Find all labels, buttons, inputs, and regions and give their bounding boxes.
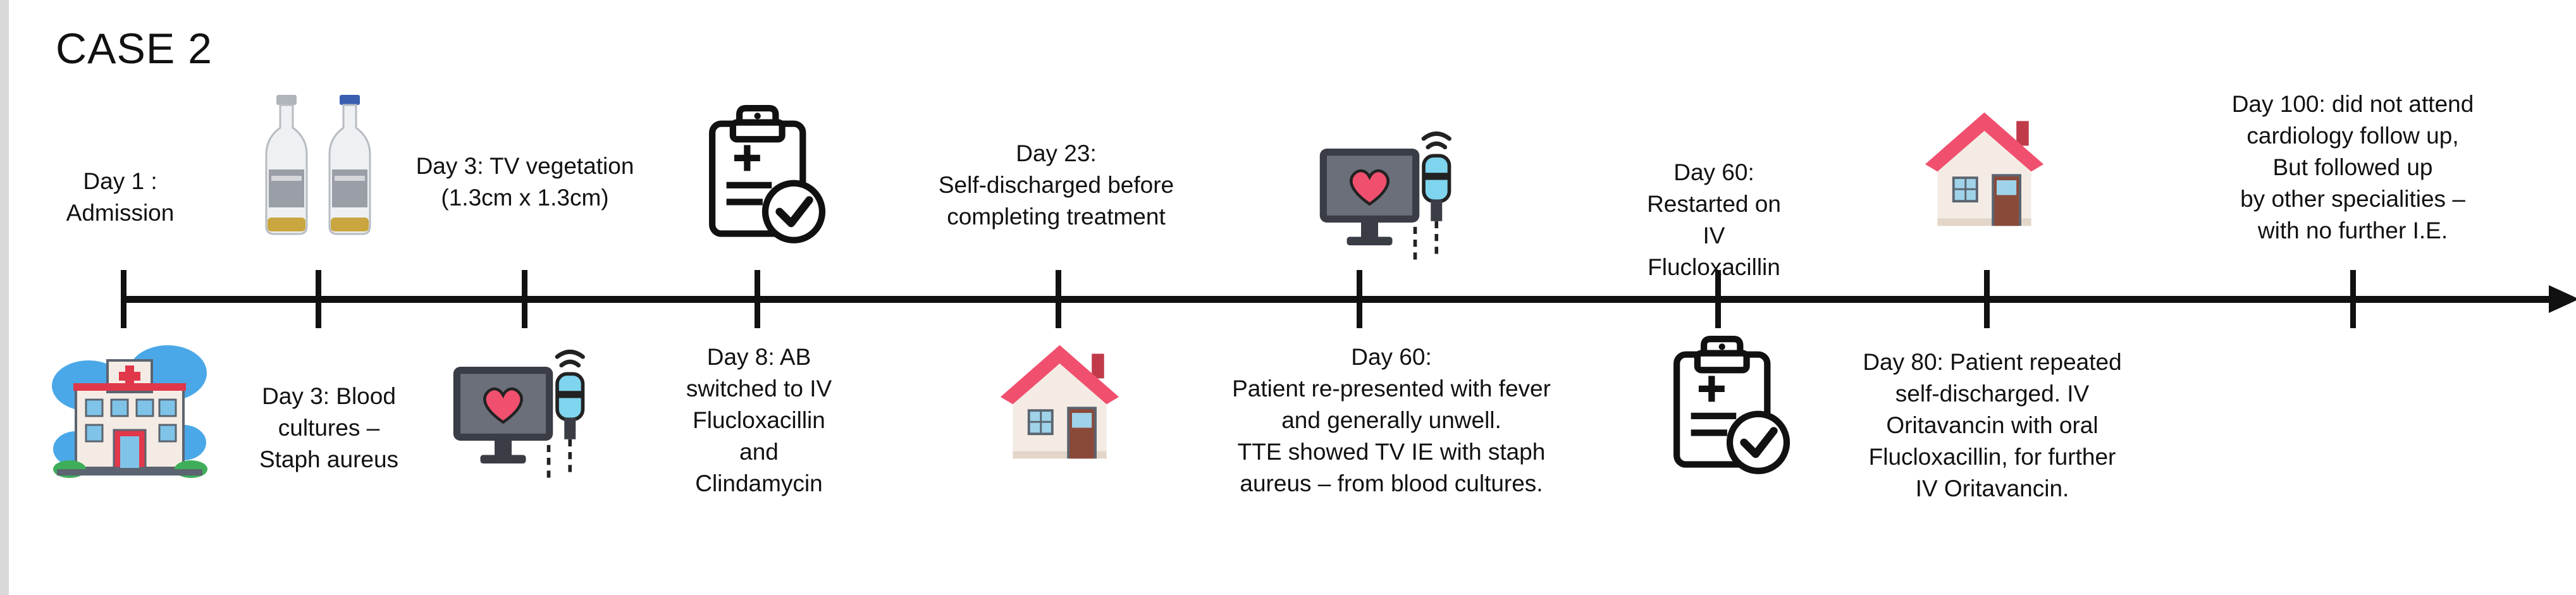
blood-culture-bottles-icon — [265, 95, 371, 235]
tick-day23 — [1056, 270, 1061, 328]
event-day3-tv-label: Day 3: TV vegetation (1.3cm x 1.3cm) — [416, 153, 634, 211]
echocardiogram-monitor-icon — [449, 338, 591, 481]
tick-day60-restart — [1715, 270, 1721, 328]
clipboard-check-icon — [699, 104, 832, 247]
echocardiogram-monitor-icon — [1316, 120, 1458, 262]
left-border — [0, 0, 9, 595]
tick-day8 — [755, 270, 760, 328]
event-day3-blood-label: Day 3: Blood cultures – Staph aureus — [259, 383, 399, 472]
tick-day100 — [2350, 270, 2356, 328]
tick-day3-tv — [522, 270, 527, 328]
clipboard-check-icon — [1663, 335, 1796, 477]
tick-day3-blood — [316, 270, 321, 328]
event-day60-fever-label: Day 60: Patient re-presented with fever … — [1232, 344, 1551, 496]
timeline-arrowhead — [2549, 285, 2576, 313]
tick-day80 — [1984, 270, 1990, 328]
house-icon — [1000, 345, 1119, 459]
timeline-axis — [123, 296, 2558, 303]
event-day8-label: Day 8: AB switched to IV Flucloxacillin … — [686, 344, 832, 496]
event-day23-label: Day 23: Self-discharged before completin… — [938, 140, 1174, 230]
house-icon — [1925, 112, 2044, 226]
event-day60-restart-label: Day 60: Restarted on IV Flucloxacillin — [1647, 159, 1781, 280]
hospital-icon — [52, 345, 207, 478]
tick-day60-fever — [1357, 270, 1362, 328]
event-day100-label: Day 100: did not attend cardiology follo… — [2231, 91, 2474, 243]
case-title: CASE 2 — [56, 25, 213, 73]
event-day1-label: Day 1 : Admission — [66, 168, 175, 226]
tick-day1 — [121, 270, 126, 328]
event-day80-label: Day 80: Patient repeated self-discharged… — [1863, 349, 2122, 501]
